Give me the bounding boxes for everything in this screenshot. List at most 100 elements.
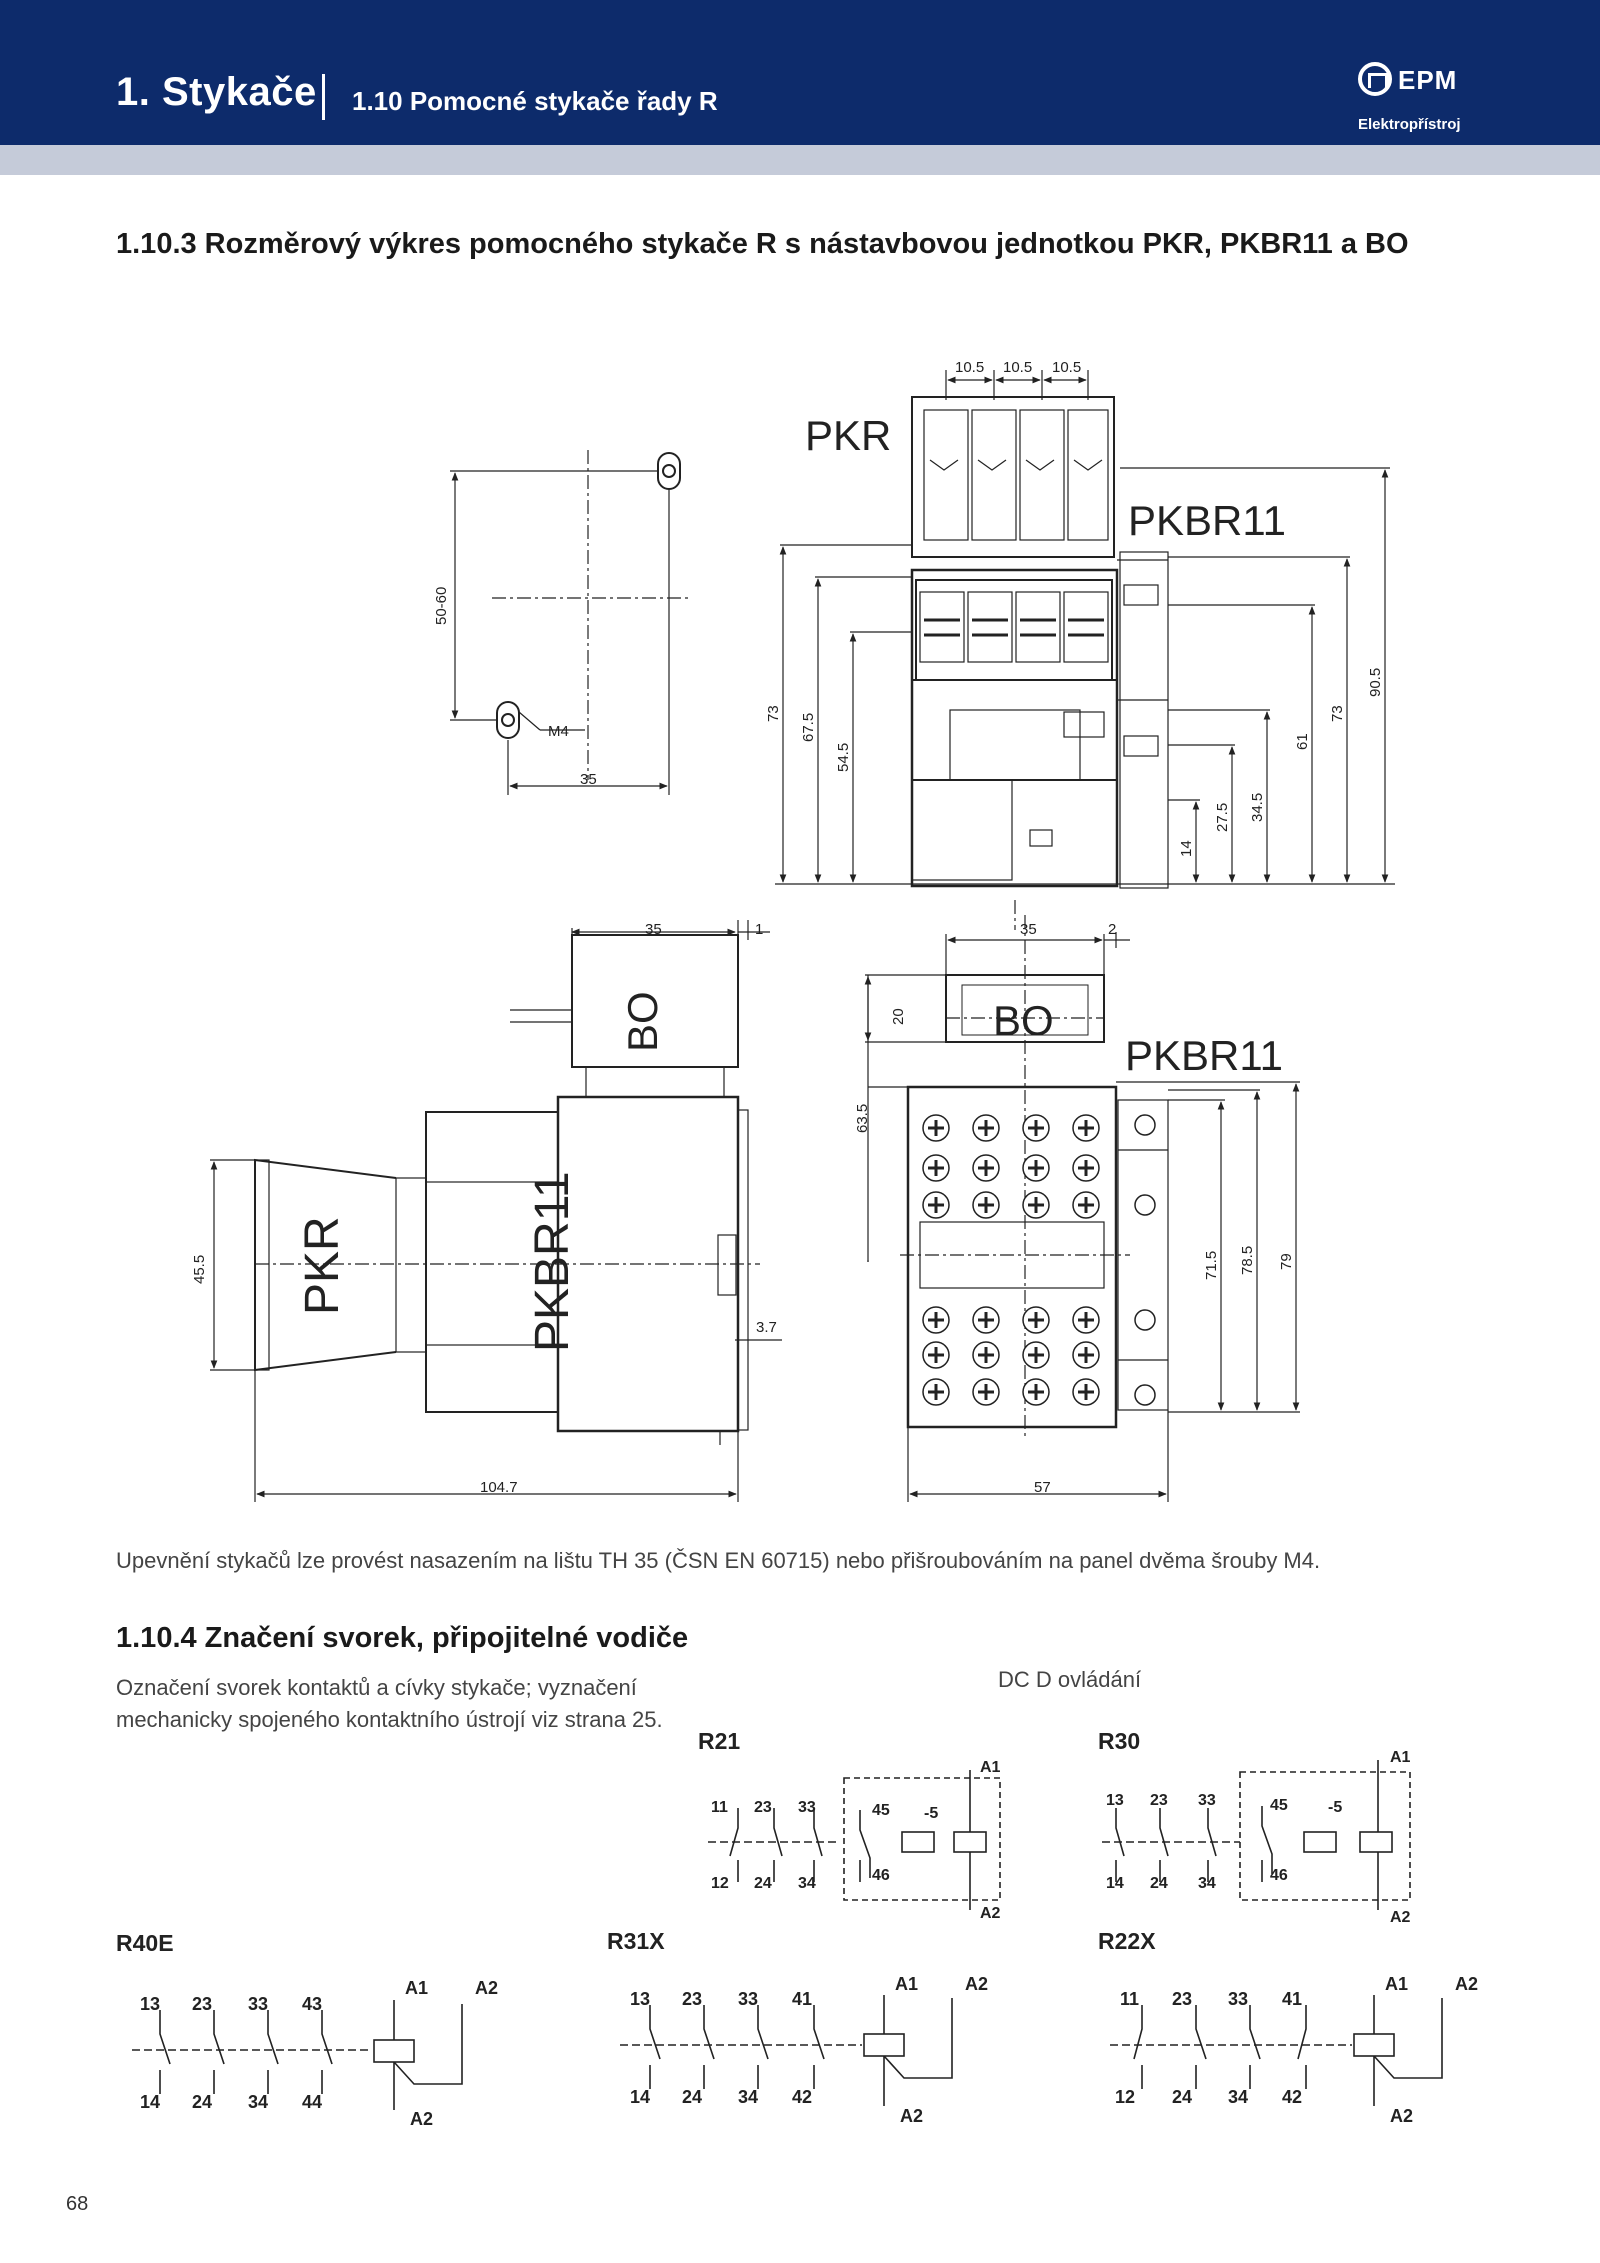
dim-63-5: 63.5 xyxy=(854,1104,871,1133)
dim-45-5: 45.5 xyxy=(191,1255,208,1284)
r21-t24: 24 xyxy=(754,1875,772,1892)
r40e-a2-bottom: A2 xyxy=(410,2109,433,2129)
diagram-r22x xyxy=(1110,1995,1443,2106)
diagram-title-r40e: R40E xyxy=(116,1930,174,1956)
r21-a1: A1 xyxy=(980,1759,1001,1776)
front-view-pkr xyxy=(911,370,1115,558)
epm-logo-text: EPM xyxy=(1398,65,1458,95)
dim-2: 2 xyxy=(1108,921,1116,938)
r31x-a1: A1 xyxy=(895,1974,918,1994)
section-title-terminal-marking: 1.10.4 Značení svorek, připojitelné vodi… xyxy=(116,1622,689,1654)
r40e-t23: 23 xyxy=(192,1994,212,2014)
r31x-t33: 33 xyxy=(738,1989,758,2009)
epm-logo-subtitle: Elektropřístroj xyxy=(1358,116,1461,133)
r40e-a1: A1 xyxy=(405,1978,428,1998)
section-title-dimension-drawing: 1.10.3 Rozměrový výkres pomocného stykač… xyxy=(116,228,1409,260)
dim-73-left: 73 xyxy=(765,705,782,722)
dim-34-5: 34.5 xyxy=(1249,793,1266,822)
dim-35-holes: 35 xyxy=(580,771,597,788)
diagram-title-r31x: R31X xyxy=(607,1928,665,1954)
r30-t33: 33 xyxy=(1198,1792,1216,1809)
r31x-t34: 34 xyxy=(738,2087,758,2107)
dim-104-7: 104.7 xyxy=(480,1479,518,1496)
r21-t46: 46 xyxy=(872,1867,890,1884)
r22x-t24: 24 xyxy=(1172,2087,1192,2107)
epm-logo: EPM Elektropřístroj xyxy=(1358,62,1478,140)
diagram-r40e xyxy=(132,2000,463,2110)
r40e-t33: 33 xyxy=(248,1994,268,2014)
r22x-t34: 34 xyxy=(1228,2087,1248,2107)
r40e-t44: 44 xyxy=(302,2092,322,2112)
dim-73-right: 73 xyxy=(1329,705,1346,722)
r30-t14: 14 xyxy=(1106,1875,1124,1892)
r22x-t23: 23 xyxy=(1172,1989,1192,2009)
r30-t5: -5 xyxy=(1328,1799,1342,1816)
r40e-t14: 14 xyxy=(140,2092,160,2112)
diagram-title-r22x: R22X xyxy=(1098,1928,1156,1954)
diagram-title-r21: R21 xyxy=(698,1728,741,1754)
r22x-t42: 42 xyxy=(1282,2087,1302,2107)
diagram-r21 xyxy=(708,1770,1001,1910)
r31x-t23: 23 xyxy=(682,1989,702,2009)
dim-1: 1 xyxy=(755,921,763,938)
page-header: 1. Stykače 1.10 Pomocné stykače řady R E… xyxy=(0,0,1600,145)
r22x-a2-top: A2 xyxy=(1455,1974,1478,1994)
r31x-a2-top: A2 xyxy=(965,1974,988,1994)
r22x-t41: 41 xyxy=(1282,1989,1302,2009)
label-pkbr11-top: PKBR11 xyxy=(1125,1032,1283,1079)
r30-t34: 34 xyxy=(1198,1875,1216,1892)
dim-3-7: 3.7 xyxy=(756,1319,777,1336)
header-stripe xyxy=(0,145,1600,175)
subchapter-title: 1.10 Pomocné stykače řady R xyxy=(352,86,718,116)
dim-67-5: 67.5 xyxy=(800,713,817,742)
r21-t34: 34 xyxy=(798,1875,816,1892)
r30-t45: 45 xyxy=(1270,1797,1288,1814)
r31x-a2-bottom: A2 xyxy=(900,2106,923,2126)
r30-t24: 24 xyxy=(1150,1875,1168,1892)
r21-t12: 12 xyxy=(711,1875,729,1892)
r21-t5: -5 xyxy=(924,1805,938,1822)
r30-a1: A1 xyxy=(1390,1749,1411,1766)
r31x-t14: 14 xyxy=(630,2087,650,2107)
top-view-drawing xyxy=(864,915,1300,1502)
front-view-dimensions xyxy=(775,467,1395,885)
r40e-t34: 34 xyxy=(248,2092,268,2112)
r31x-t13: 13 xyxy=(630,1989,650,2009)
r21-a2: A2 xyxy=(980,1905,1001,1922)
r40e-t24: 24 xyxy=(192,2092,212,2112)
diagram-title-r30: R30 xyxy=(1098,1728,1141,1754)
r40e-t13: 13 xyxy=(140,1994,160,2014)
dim-79: 79 xyxy=(1278,1253,1295,1270)
label-bo-side: BO xyxy=(619,991,666,1052)
r21-t11: 11 xyxy=(711,1799,728,1816)
dim-54-5: 54.5 xyxy=(835,743,852,772)
label-pkbr11-side: PKBR11 xyxy=(526,1171,579,1352)
label-pkbr11-front: PKBR11 xyxy=(1128,497,1286,544)
r30-t13: 13 xyxy=(1106,1792,1124,1809)
diagram-r30 xyxy=(1102,1760,1411,1910)
dim-90-5: 90.5 xyxy=(1367,668,1384,697)
r21-t23: 23 xyxy=(754,1799,772,1816)
dim-m4: M4 xyxy=(548,723,569,740)
r22x-t11: 11 xyxy=(1120,1989,1139,2009)
r22x-t12: 12 xyxy=(1115,2087,1135,2107)
r30-t23: 23 xyxy=(1150,1792,1168,1809)
front-view-pkbr11 xyxy=(1117,551,1169,889)
dim-20: 20 xyxy=(890,1008,907,1025)
mounting-note: Upevnění stykačů lze provést nasazením n… xyxy=(116,1548,1321,1573)
r30-t46: 46 xyxy=(1270,1867,1288,1884)
top-view-terminals xyxy=(922,1114,1156,1406)
dim-57: 57 xyxy=(1034,1479,1051,1496)
mounting-holes-drawing xyxy=(450,450,690,795)
r31x-t24: 24 xyxy=(682,2087,702,2107)
r40e-a2-top: A2 xyxy=(475,1978,498,1998)
label-bo-top: BO xyxy=(993,997,1054,1044)
dim-78-5: 78.5 xyxy=(1239,1246,1256,1275)
terminal-description: Označení svorek kontaktů a cívky stykače… xyxy=(116,1675,663,1732)
r31x-t42: 42 xyxy=(792,2087,812,2107)
r31x-t41: 41 xyxy=(792,1989,812,2009)
r21-t33: 33 xyxy=(798,1799,816,1816)
dim-71-5: 71.5 xyxy=(1203,1251,1220,1280)
r22x-a2-bottom: A2 xyxy=(1390,2106,1413,2126)
